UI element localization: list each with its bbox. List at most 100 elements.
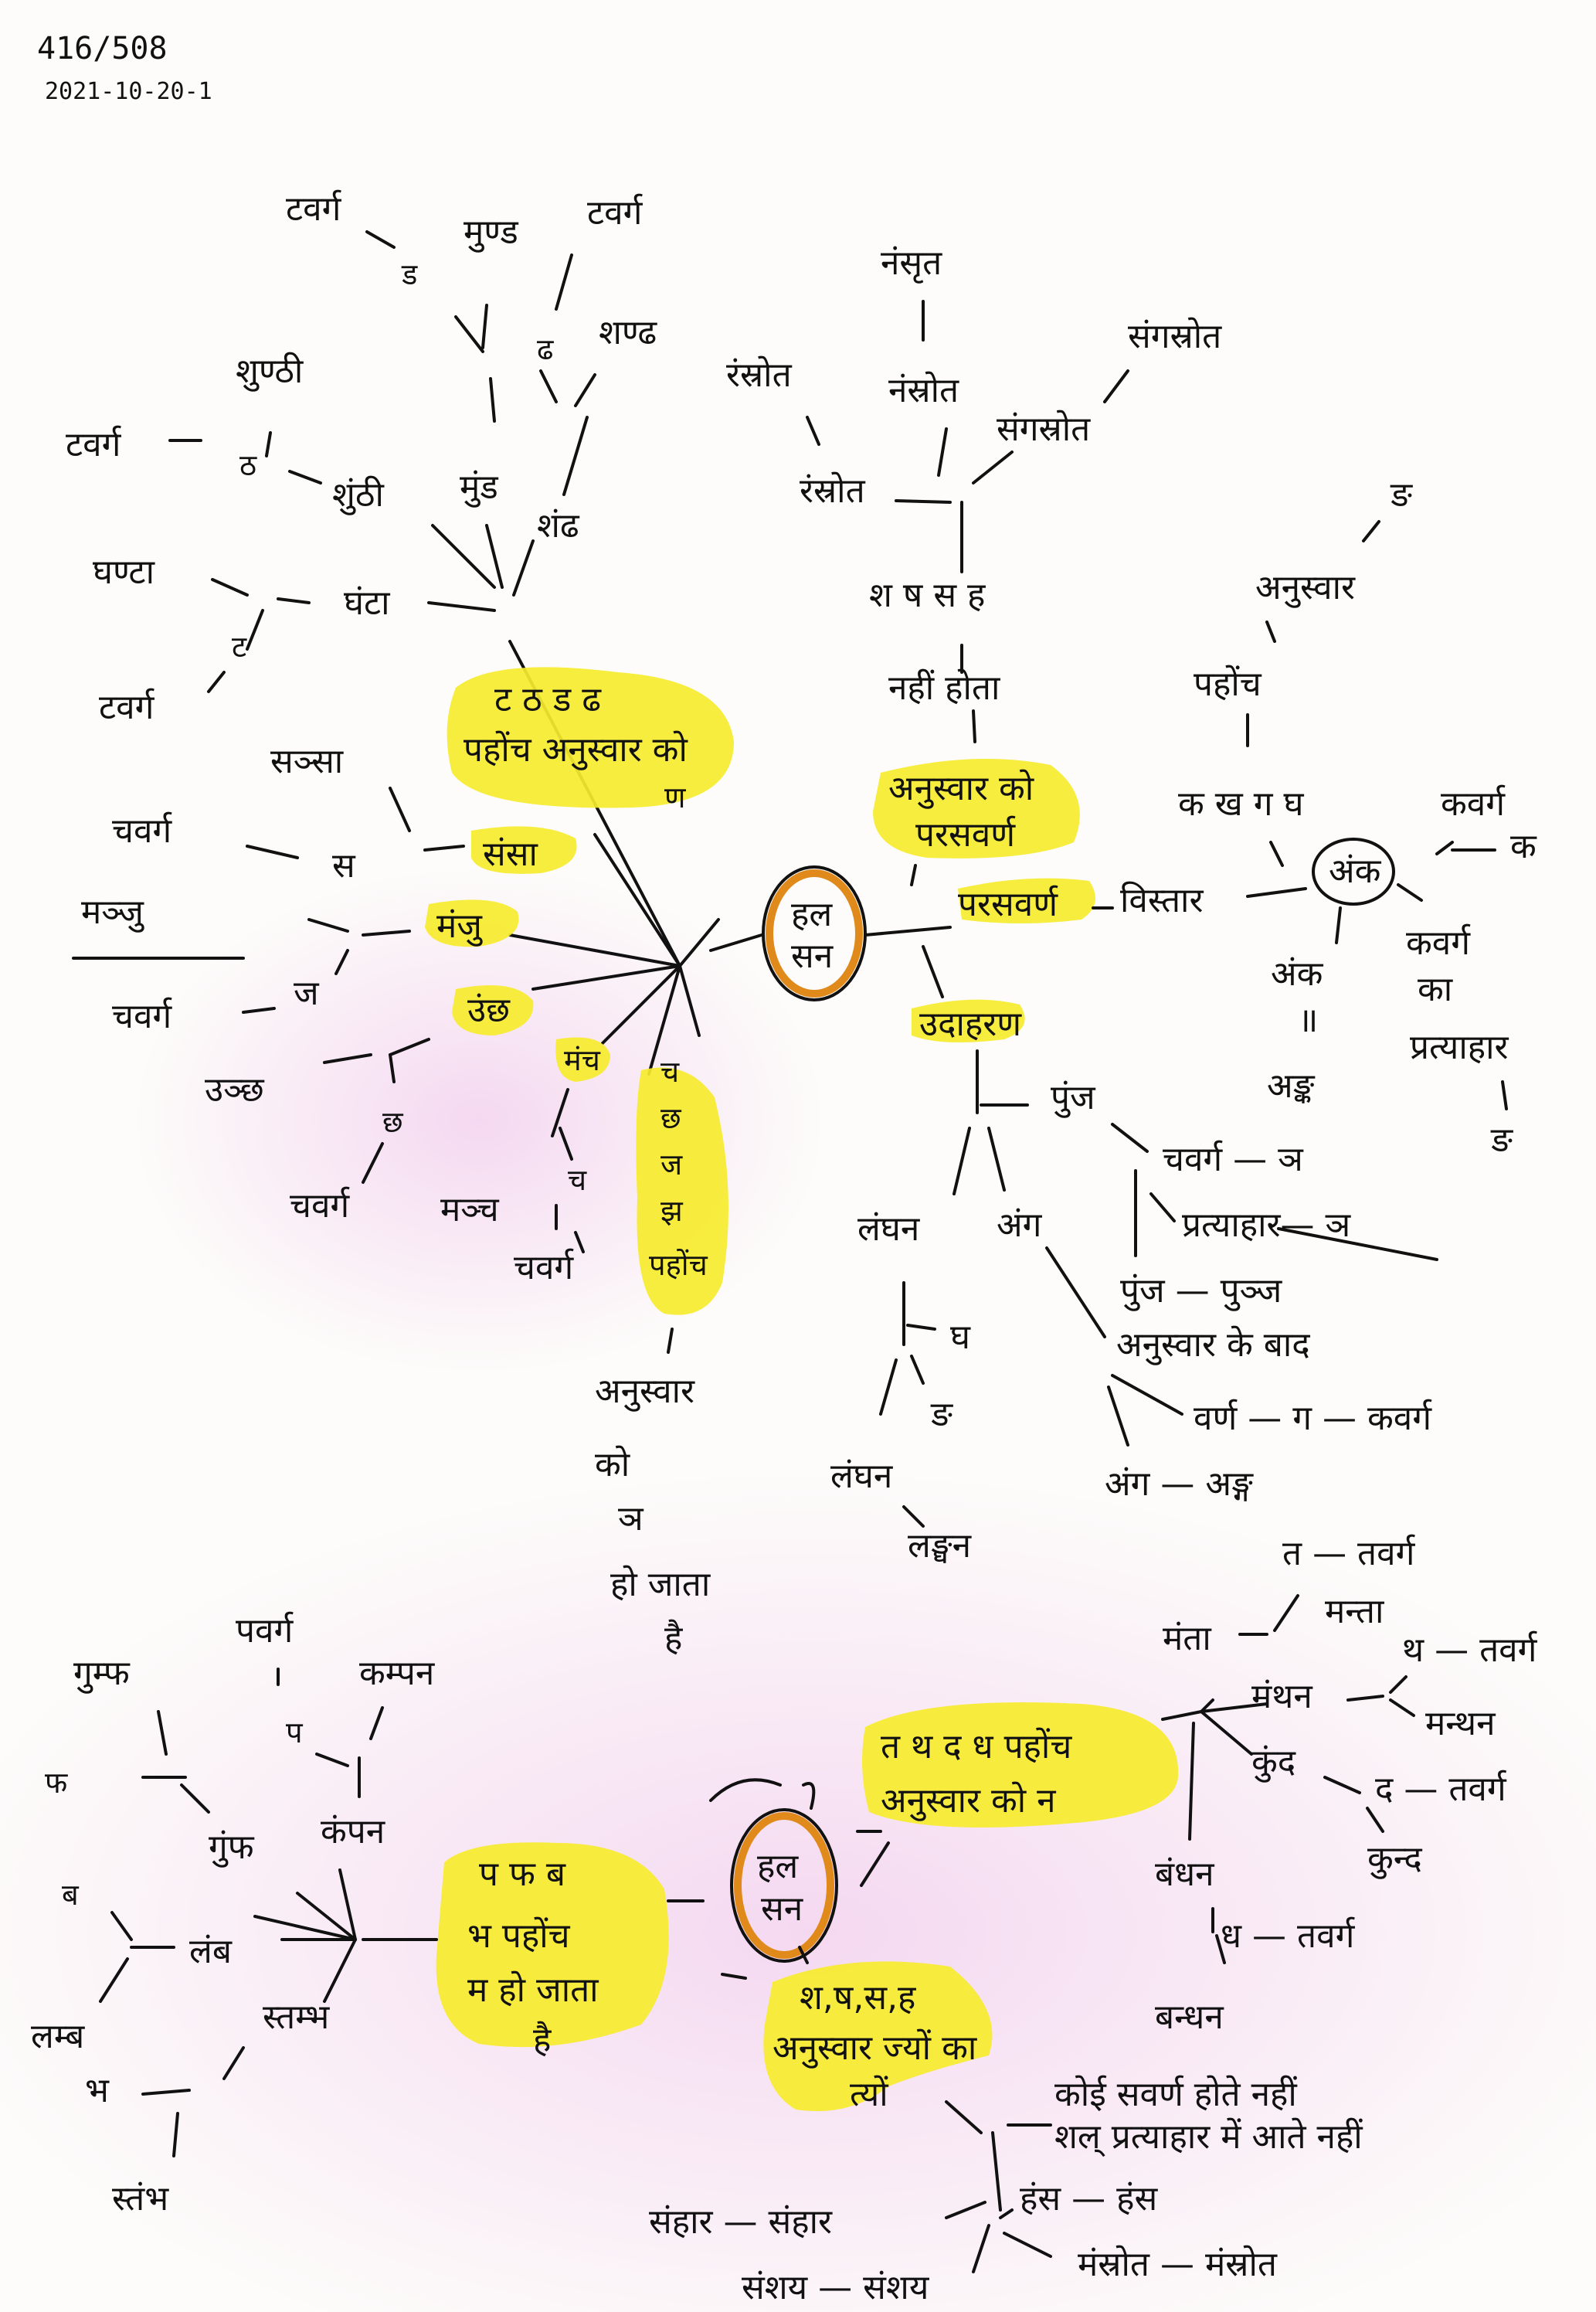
parasavarna-label: परसवर्ण — [958, 885, 1058, 924]
kampan-full: कम्पन — [359, 1654, 436, 1693]
edge — [1103, 369, 1129, 403]
manch-varga: चवर्ग — [514, 1248, 574, 1287]
edge — [1346, 1695, 1384, 1702]
manju-word: मंजु — [436, 906, 483, 947]
langhan3: लङ्घन — [908, 1526, 973, 1566]
kund-full: कुन्द — [1367, 1839, 1422, 1879]
edge — [987, 1127, 1006, 1192]
left-hub-title-line2: पहोंच अनुस्वार को — [464, 730, 688, 770]
edge — [922, 945, 944, 998]
bottom-center-line1: हल — [757, 1847, 799, 1886]
edge — [953, 1127, 971, 1195]
cha-group-4: झ — [660, 1194, 684, 1228]
munda-full: मुण्ड — [464, 212, 518, 253]
ta-group-highlight — [862, 1702, 1179, 1828]
edge — [910, 864, 917, 886]
kampan-letter: प — [286, 1715, 304, 1749]
sansha-highlight — [471, 826, 577, 874]
gumph-word: गुंफ — [209, 1828, 255, 1868]
ank-pratyahar: प्रत्याहार — [1410, 1028, 1509, 1067]
manju-full: मञ्जु — [81, 892, 144, 933]
manch-letter: च — [568, 1163, 587, 1197]
shandh-letter: ढ — [537, 332, 554, 366]
edge — [879, 1358, 898, 1416]
stambh-word: स्तम्भ — [263, 1998, 330, 2037]
shunthi-letter: ठ — [239, 448, 257, 482]
munda-edges — [365, 230, 573, 589]
parasavarna-title-1: अनुस्वार को — [888, 769, 1035, 809]
edge — [1269, 841, 1284, 867]
sansha-word: संसा — [483, 835, 538, 874]
cha-result-1: अनुस्वार — [595, 1372, 695, 1412]
left-hub-title-highlight — [447, 667, 734, 808]
sha-group-3: त्यों — [850, 2075, 889, 2114]
varna: वर्ण — ग — कवर्ग — [1194, 1399, 1432, 1438]
ank-ka: क — [1510, 827, 1537, 866]
anusvar-baad: अनुस्वार के बाद — [1116, 1325, 1310, 1365]
manch-edges — [551, 1088, 585, 1253]
parasavarna-title-highlight — [873, 759, 1080, 858]
sangsrut-1: संगस्रोत — [997, 410, 1091, 449]
manju-letter: ज — [294, 974, 320, 1013]
cha-group-5: पहोंच — [649, 1248, 708, 1282]
edge — [1246, 887, 1307, 898]
edge — [1215, 1934, 1226, 1964]
ta-group-1: त थ द ध पहोंच — [881, 1727, 1072, 1766]
ank-nga: ङ — [1390, 475, 1413, 515]
edge — [1366, 1807, 1384, 1833]
ghanta-varga: टवर्ग — [99, 688, 155, 727]
edge — [1277, 1227, 1438, 1261]
edge — [1397, 883, 1423, 902]
edge — [1435, 841, 1454, 855]
cha-result-5: है — [664, 1619, 683, 1658]
unchh-edges — [323, 1038, 430, 1184]
example-3: संशय — संशय — [742, 2268, 930, 2307]
page-ref: 416/508 — [37, 31, 168, 66]
edge — [972, 2224, 990, 2273]
edge — [1111, 1374, 1183, 1416]
lamb-letter: ब — [62, 1878, 80, 1912]
edge — [1501, 1080, 1508, 1110]
edge — [860, 1841, 890, 1887]
pink-wash — [0, 1468, 1596, 2312]
ank-angk: अङ्क — [1267, 1066, 1316, 1106]
cha-group-edge — [667, 1328, 674, 1354]
langhan2: लंघन — [830, 1457, 894, 1496]
manch-highlight — [555, 1037, 610, 1082]
gumph-letter: फ — [45, 1766, 68, 1800]
cha-group-3: ज — [660, 1148, 683, 1182]
sangsrut-2: संगस्रोत — [1128, 317, 1222, 356]
edge — [895, 499, 952, 504]
punj2: पुंज — पुञ्ज — [1120, 1271, 1283, 1311]
lamb-edges — [99, 1911, 175, 2003]
edge — [864, 926, 952, 937]
kund-word: कुंद — [1251, 1742, 1296, 1783]
edge — [1389, 1698, 1415, 1717]
shunthi-edges — [168, 431, 496, 589]
shandh-edges — [512, 369, 596, 597]
ang2: अंग — अङ्ग — [1105, 1464, 1254, 1504]
ank-anusvar: अनुस्वार — [1255, 568, 1356, 608]
sha-group-highlight — [763, 1961, 993, 2111]
rasnrut-1: रंस्रोत — [800, 471, 866, 511]
edge — [991, 2131, 1002, 2212]
langhan: लंघन — [857, 1209, 921, 1249]
manju-highlight — [425, 899, 519, 947]
edge — [937, 427, 948, 477]
shunthi-word: शुंठी — [332, 475, 385, 515]
manthan-word: मंथन — [1251, 1677, 1313, 1716]
edge — [1107, 1386, 1129, 1447]
edge — [972, 450, 1014, 484]
shandh-word: शंढ — [537, 506, 580, 546]
rasnrut-2: रंस्रोत — [726, 355, 793, 395]
ank-ka-label: का — [1418, 970, 1454, 1009]
manta-full: मन्ता — [1325, 1592, 1385, 1631]
ghanta-word: घंटा — [344, 583, 391, 623]
shunthi-varga: टवर्ग — [66, 425, 122, 464]
kund-varga: द — तवर्ग — [1375, 1770, 1507, 1809]
edge — [1045, 1246, 1106, 1338]
edge — [806, 416, 820, 446]
bandhan-word: बंधन — [1155, 1855, 1215, 1894]
ank-ring — [1312, 838, 1395, 906]
manthan-full: मन्थन — [1425, 1704, 1496, 1743]
